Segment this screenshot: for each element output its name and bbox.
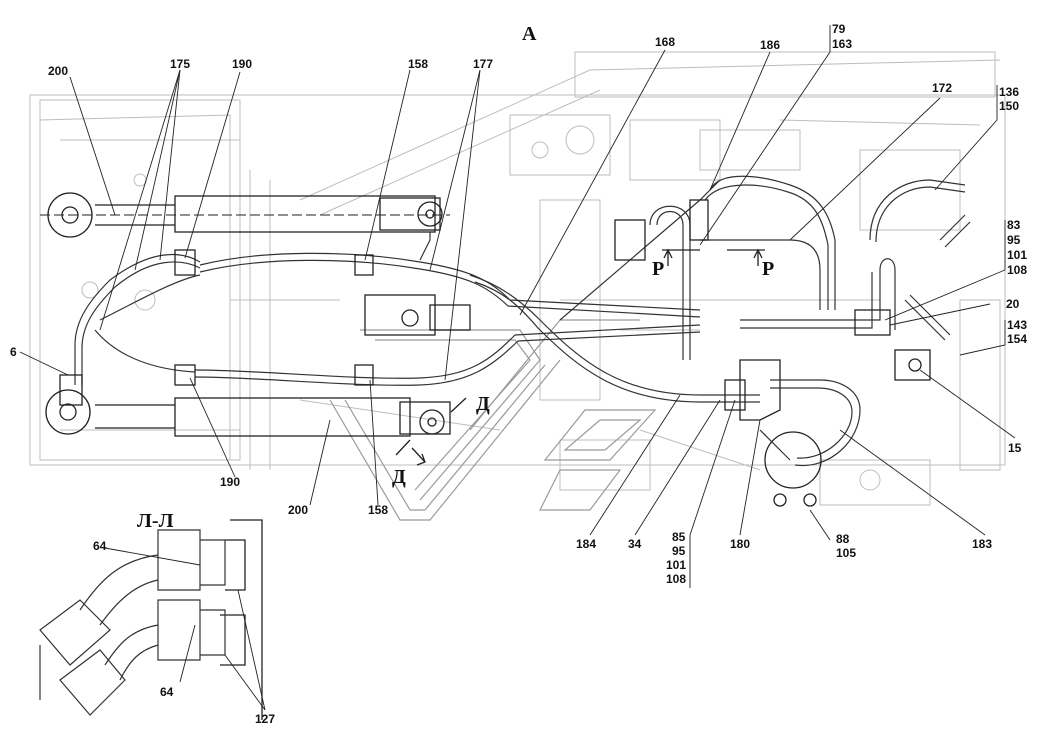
callout-88: 88: [836, 532, 850, 546]
callout-127: 127: [255, 712, 275, 726]
section-marker-d-lower: Д: [392, 466, 406, 488]
section-marker-p-right: Р: [762, 258, 774, 280]
callout-105: 105: [836, 546, 856, 560]
callout-190-top: 190: [232, 57, 252, 71]
view-title: А: [522, 23, 537, 45]
callout-200-top: 200: [48, 64, 68, 78]
callout-6: 6: [10, 345, 17, 359]
callout-200-bottom: 200: [288, 503, 308, 517]
lower-cylinder: [45, 389, 451, 437]
section-marker-d: [395, 397, 467, 466]
valve-blocks: [59, 199, 931, 507]
callout-108-bottom: 108: [666, 572, 686, 586]
callout-20: 20: [1006, 297, 1020, 311]
callout-186: 186: [760, 38, 780, 52]
hose-bundle: [74, 175, 971, 467]
section-title: Л-Л: [137, 510, 174, 532]
callout-95-bottom: 95: [672, 544, 686, 558]
section-marker-d-upper: Д: [476, 393, 490, 415]
callout-190-bottom: 190: [220, 475, 240, 489]
chassis-background: [29, 51, 1006, 506]
callout-64-bottom: 64: [160, 685, 174, 699]
callout-158-bottom: 158: [368, 503, 388, 517]
callout-172: 172: [932, 81, 952, 95]
leader-lines: [19, 25, 1016, 711]
callout-143: 143: [1007, 318, 1027, 332]
callout-183: 183: [972, 537, 992, 551]
callout-64-top: 64: [93, 539, 107, 553]
callout-163: 163: [832, 37, 852, 51]
callout-85: 85: [672, 530, 686, 544]
callout-83: 83: [1007, 218, 1021, 232]
section-marker-p-left: Р: [652, 258, 664, 280]
callout-101-right: 101: [1007, 248, 1027, 262]
callout-154: 154: [1007, 332, 1027, 346]
callout-101-bottom: 101: [666, 558, 686, 572]
section-marker-p: [662, 248, 765, 266]
upper-cylinder: [40, 192, 450, 238]
callout-95-right: 95: [1007, 233, 1021, 247]
callout-136: 136: [999, 85, 1019, 99]
callout-158-top: 158: [408, 57, 428, 71]
callout-15: 15: [1008, 441, 1022, 455]
callout-150: 150: [999, 99, 1019, 113]
callout-180: 180: [730, 537, 750, 551]
callout-175: 175: [170, 57, 190, 71]
callout-184: 184: [576, 537, 596, 551]
section-detail-hose-fittings: [39, 519, 263, 720]
callout-177: 177: [473, 57, 493, 71]
callouts: 200 175 190 158 177 168 186 79 163 172 1…: [10, 22, 1027, 726]
callout-34: 34: [628, 537, 642, 551]
callout-79: 79: [832, 22, 846, 36]
callout-168: 168: [655, 35, 675, 49]
callout-108-right: 108: [1007, 263, 1027, 277]
